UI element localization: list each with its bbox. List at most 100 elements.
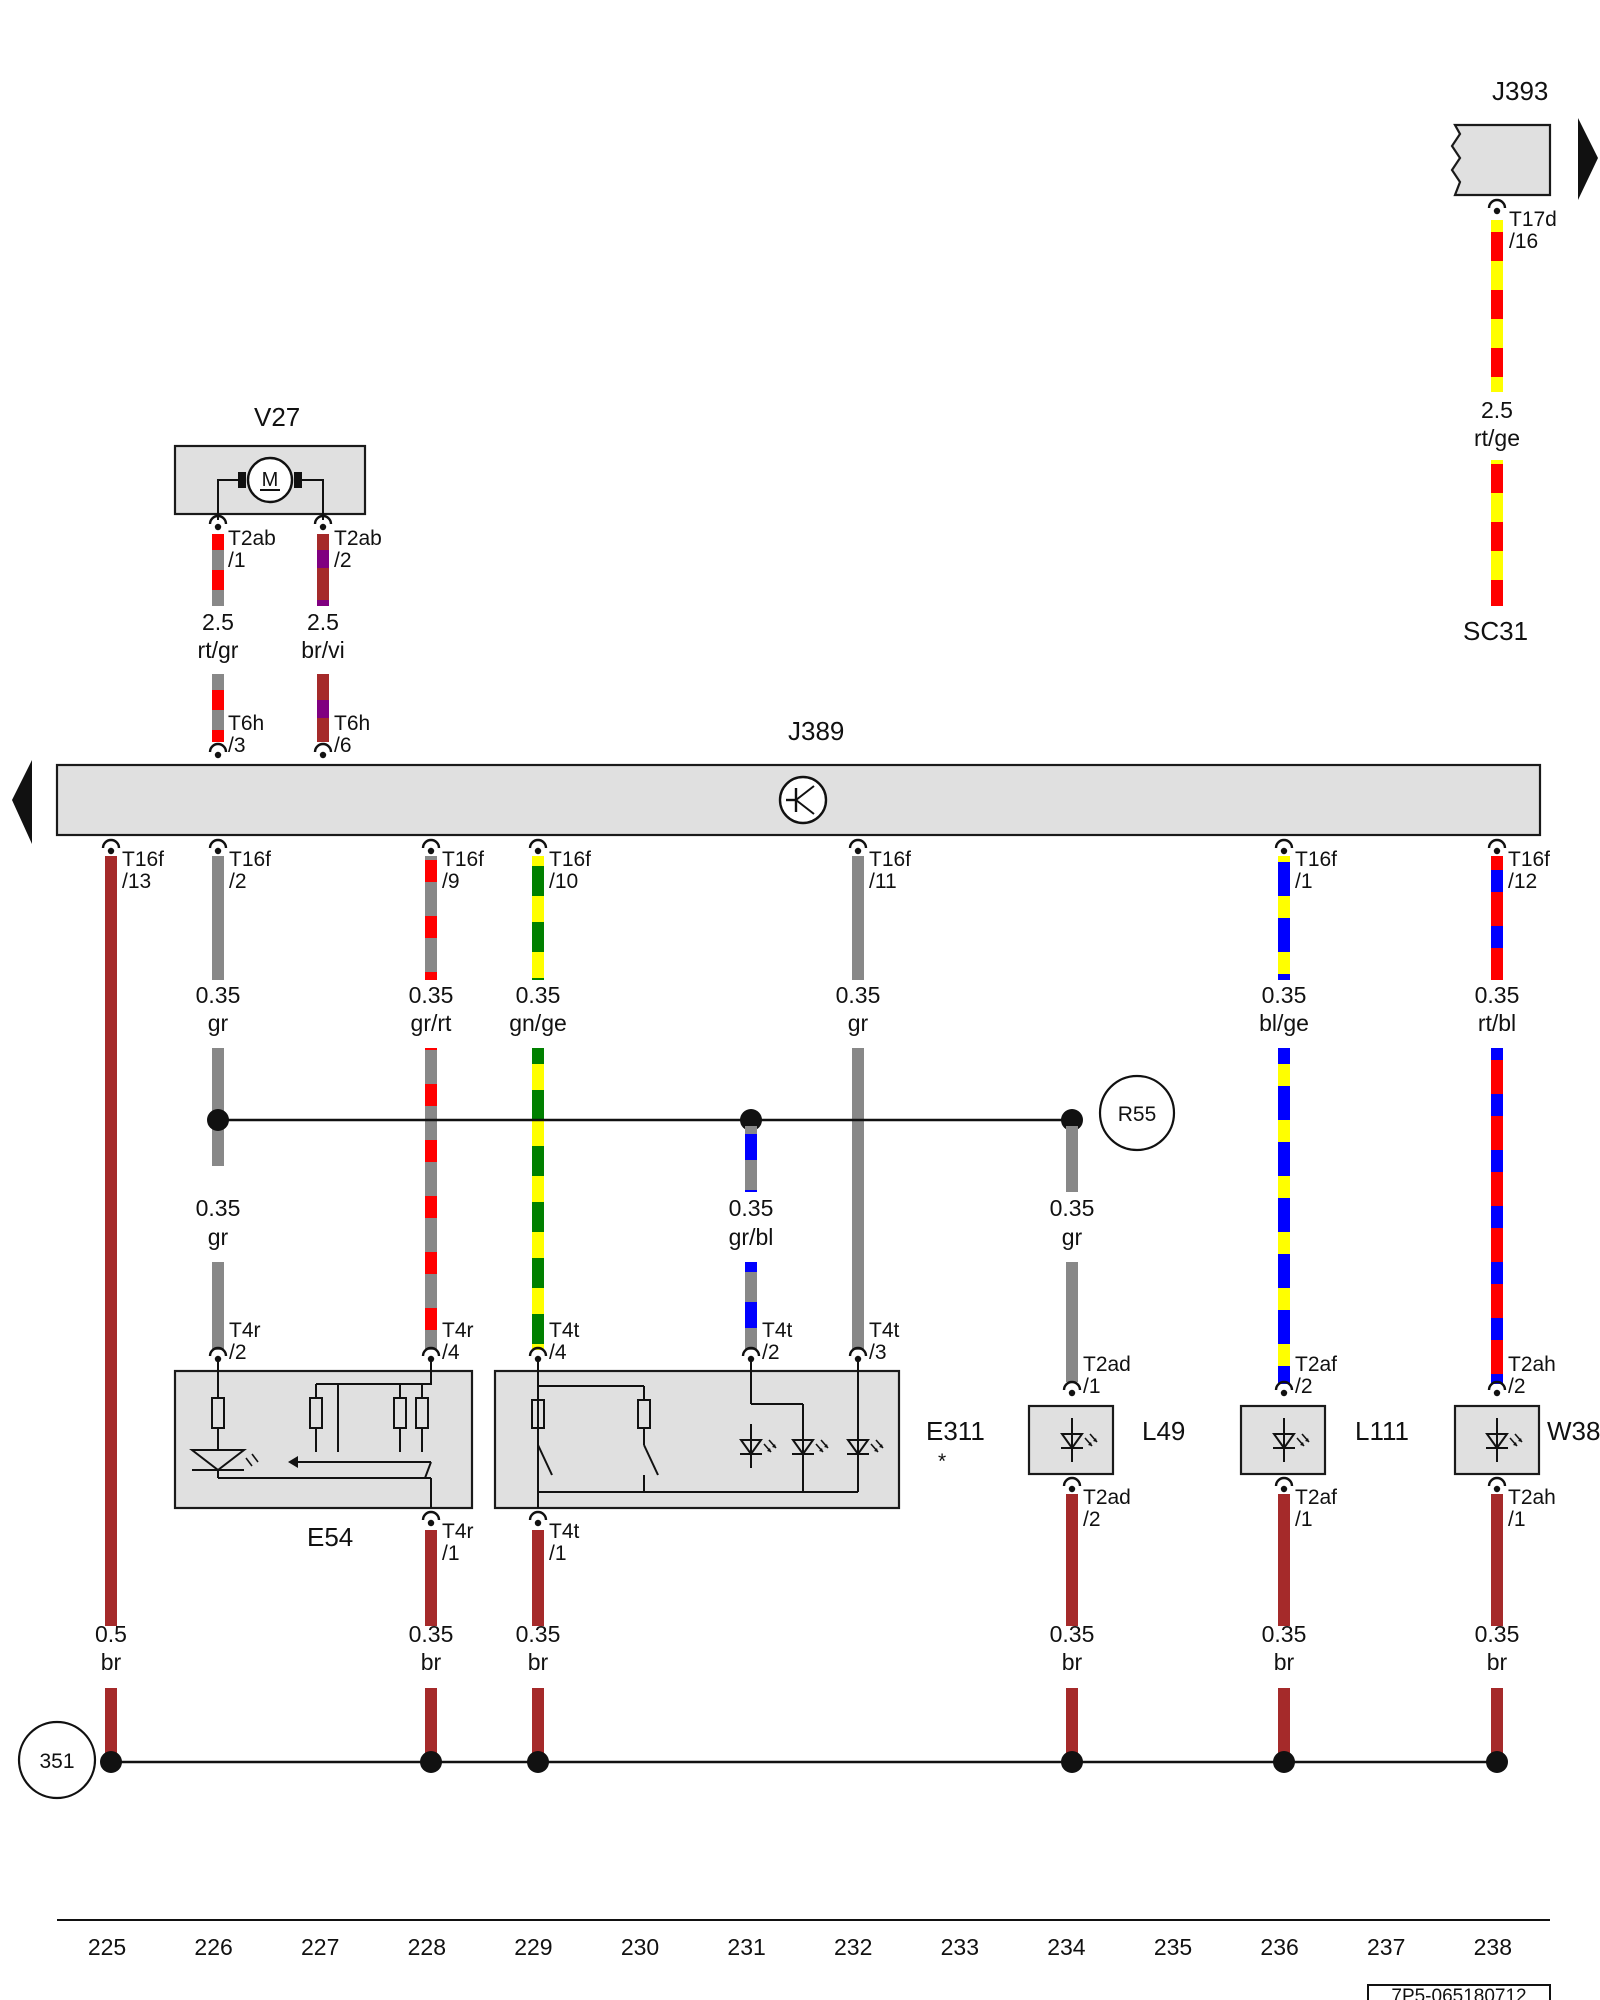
t2ab-1-name: T2ab xyxy=(228,527,276,550)
wire-234-ground-upper xyxy=(1066,1494,1078,1626)
wire-229-bot-gauge: 0.35 xyxy=(516,1621,561,1647)
t4t-4-pin: /4 xyxy=(549,1341,567,1364)
wire-234-mid-gauge: 0.35 xyxy=(1050,1195,1095,1221)
t16f-9-pin: /9 xyxy=(442,870,460,893)
wire-229-second xyxy=(532,1048,544,1350)
l111-label: L111 xyxy=(1355,1416,1409,1446)
wire-236-upper xyxy=(1278,856,1290,980)
motor-icon: M xyxy=(217,456,324,520)
wire-sc31-upper xyxy=(1491,220,1503,392)
wire-229-ground-lower xyxy=(532,1688,544,1762)
column-number: 235 xyxy=(1154,1934,1192,1960)
t4r-2-name: T4r xyxy=(229,1319,261,1342)
t16f-2-pin: /2 xyxy=(229,870,247,893)
e311-box xyxy=(493,1369,901,1510)
wire-v27-2-color: br/vi xyxy=(301,637,344,663)
t2ad-2-name: T2ad xyxy=(1083,1486,1131,1509)
t16f-1-pin: /1 xyxy=(1295,870,1313,893)
column-number: 237 xyxy=(1367,1934,1405,1960)
t16f-13-pin: /13 xyxy=(122,870,151,893)
r55-reference-label: R55 xyxy=(1118,1103,1157,1126)
pin-t6h-3-icon xyxy=(208,742,228,760)
t2ad-1-name: T2ad xyxy=(1083,1353,1131,1376)
t16f-12-name: T16f xyxy=(1508,848,1550,871)
t4t-1-pin: /1 xyxy=(549,1542,567,1565)
wire-229-top-gauge: 0.35 xyxy=(516,982,561,1008)
wire-232-top-gauge: 0.35 xyxy=(836,982,881,1008)
wire-225-lower xyxy=(105,1688,117,1762)
wire-236-top-gauge: 0.35 xyxy=(1262,982,1307,1008)
wire-228-ground-lower xyxy=(425,1688,437,1762)
wire-231-lower xyxy=(745,1262,757,1350)
t2ah-2-pin: /2 xyxy=(1508,1375,1526,1398)
j393-block: J393 xyxy=(1450,76,1598,200)
t17d-16-pin: /16 xyxy=(1509,230,1538,253)
wire-225-gauge: 0.5 xyxy=(95,1621,127,1647)
wire-v27-2-lower xyxy=(317,674,329,742)
wire-228-ground-upper xyxy=(425,1530,437,1626)
wire-238-second xyxy=(1491,1048,1503,1384)
t4t-1-name: T4t xyxy=(549,1520,580,1543)
r55-reference-circle xyxy=(1098,1074,1176,1152)
t6h-6-pin: /6 xyxy=(334,734,352,757)
j393-label: J393 xyxy=(1492,76,1548,106)
t4t-4-name: T4t xyxy=(549,1319,580,1342)
wire-225-upper xyxy=(105,856,117,1626)
e54-switch-internals-icon xyxy=(189,1362,432,1508)
wire-232-top-color: gr xyxy=(848,1010,869,1036)
t17d-16-name: T17d xyxy=(1509,208,1557,231)
junction-226-dot xyxy=(207,1109,229,1131)
column-number: 227 xyxy=(301,1934,339,1960)
j389-label: J389 xyxy=(788,716,844,746)
pin-t6h-6-icon xyxy=(313,742,333,760)
column-number: 231 xyxy=(727,1934,765,1960)
t4r-2-pin: /2 xyxy=(229,1341,247,1364)
transistor-icon xyxy=(778,775,828,825)
wire-v27-1-lower xyxy=(212,674,224,742)
column-number: 226 xyxy=(194,1934,232,1960)
t2ad-2-pin: /2 xyxy=(1083,1508,1101,1531)
t16f-13-name: T16f xyxy=(122,848,164,871)
doc-number-box xyxy=(1367,1984,1551,2000)
wire-228-top-color: gr/rt xyxy=(411,1010,453,1036)
column-number: 225 xyxy=(88,1934,126,1960)
wire-236-ground-upper xyxy=(1278,1494,1290,1626)
wire-sc31-lower xyxy=(1491,460,1503,606)
ground-351-reference-circle xyxy=(17,1720,97,1800)
wire-226-mid-gauge: 0.35 xyxy=(196,1195,241,1221)
wire-226-top-gauge: 0.35 xyxy=(196,982,241,1008)
wire-229-bot-color: br xyxy=(528,1649,549,1675)
t16f-12-pin: /12 xyxy=(1508,870,1537,893)
w38-label: W38 xyxy=(1547,1416,1600,1446)
wire-226-lower xyxy=(212,1262,224,1350)
wire-236-bot-gauge: 0.35 xyxy=(1262,1621,1307,1647)
wire-238-upper xyxy=(1491,856,1503,980)
t2af-2-pin: /2 xyxy=(1295,1375,1313,1398)
t16f-10-name: T16f xyxy=(549,848,591,871)
wire-238-ground-lower xyxy=(1491,1688,1503,1762)
wire-226-mid-color: gr xyxy=(208,1224,229,1250)
t4r-1-name: T4r xyxy=(442,1520,474,1543)
t16f-10-pin: /10 xyxy=(549,870,578,893)
e311-internals-icon xyxy=(531,1362,859,1508)
v27-label: V27 xyxy=(254,402,300,432)
t2ab-2-name: T2ab xyxy=(334,527,382,550)
wire-231-mid-color: gr/bl xyxy=(729,1224,774,1250)
junction-234-dot xyxy=(1061,1109,1083,1131)
junction-231-dot xyxy=(740,1109,762,1131)
ground-351-label: 351 xyxy=(39,1750,74,1773)
wire-sc31-color: rt/ge xyxy=(1474,425,1520,451)
t16f-1-name: T16f xyxy=(1295,848,1337,871)
wire-228-second xyxy=(425,1048,437,1350)
wire-231-upper xyxy=(745,1126,757,1192)
wire-sc31-gauge: 2.5 xyxy=(1481,397,1513,423)
wire-232-second xyxy=(852,1048,864,1350)
continue-left-arrow-icon xyxy=(12,760,32,844)
t2ah-1-name: T2ah xyxy=(1508,1486,1556,1509)
motor-symbol: M xyxy=(262,469,279,491)
t2ab-2-pin: /2 xyxy=(334,549,352,572)
t2af-1-pin: /1 xyxy=(1295,1508,1313,1531)
wire-236-second xyxy=(1278,1048,1290,1384)
wire-234-mid-color: gr xyxy=(1062,1224,1083,1250)
